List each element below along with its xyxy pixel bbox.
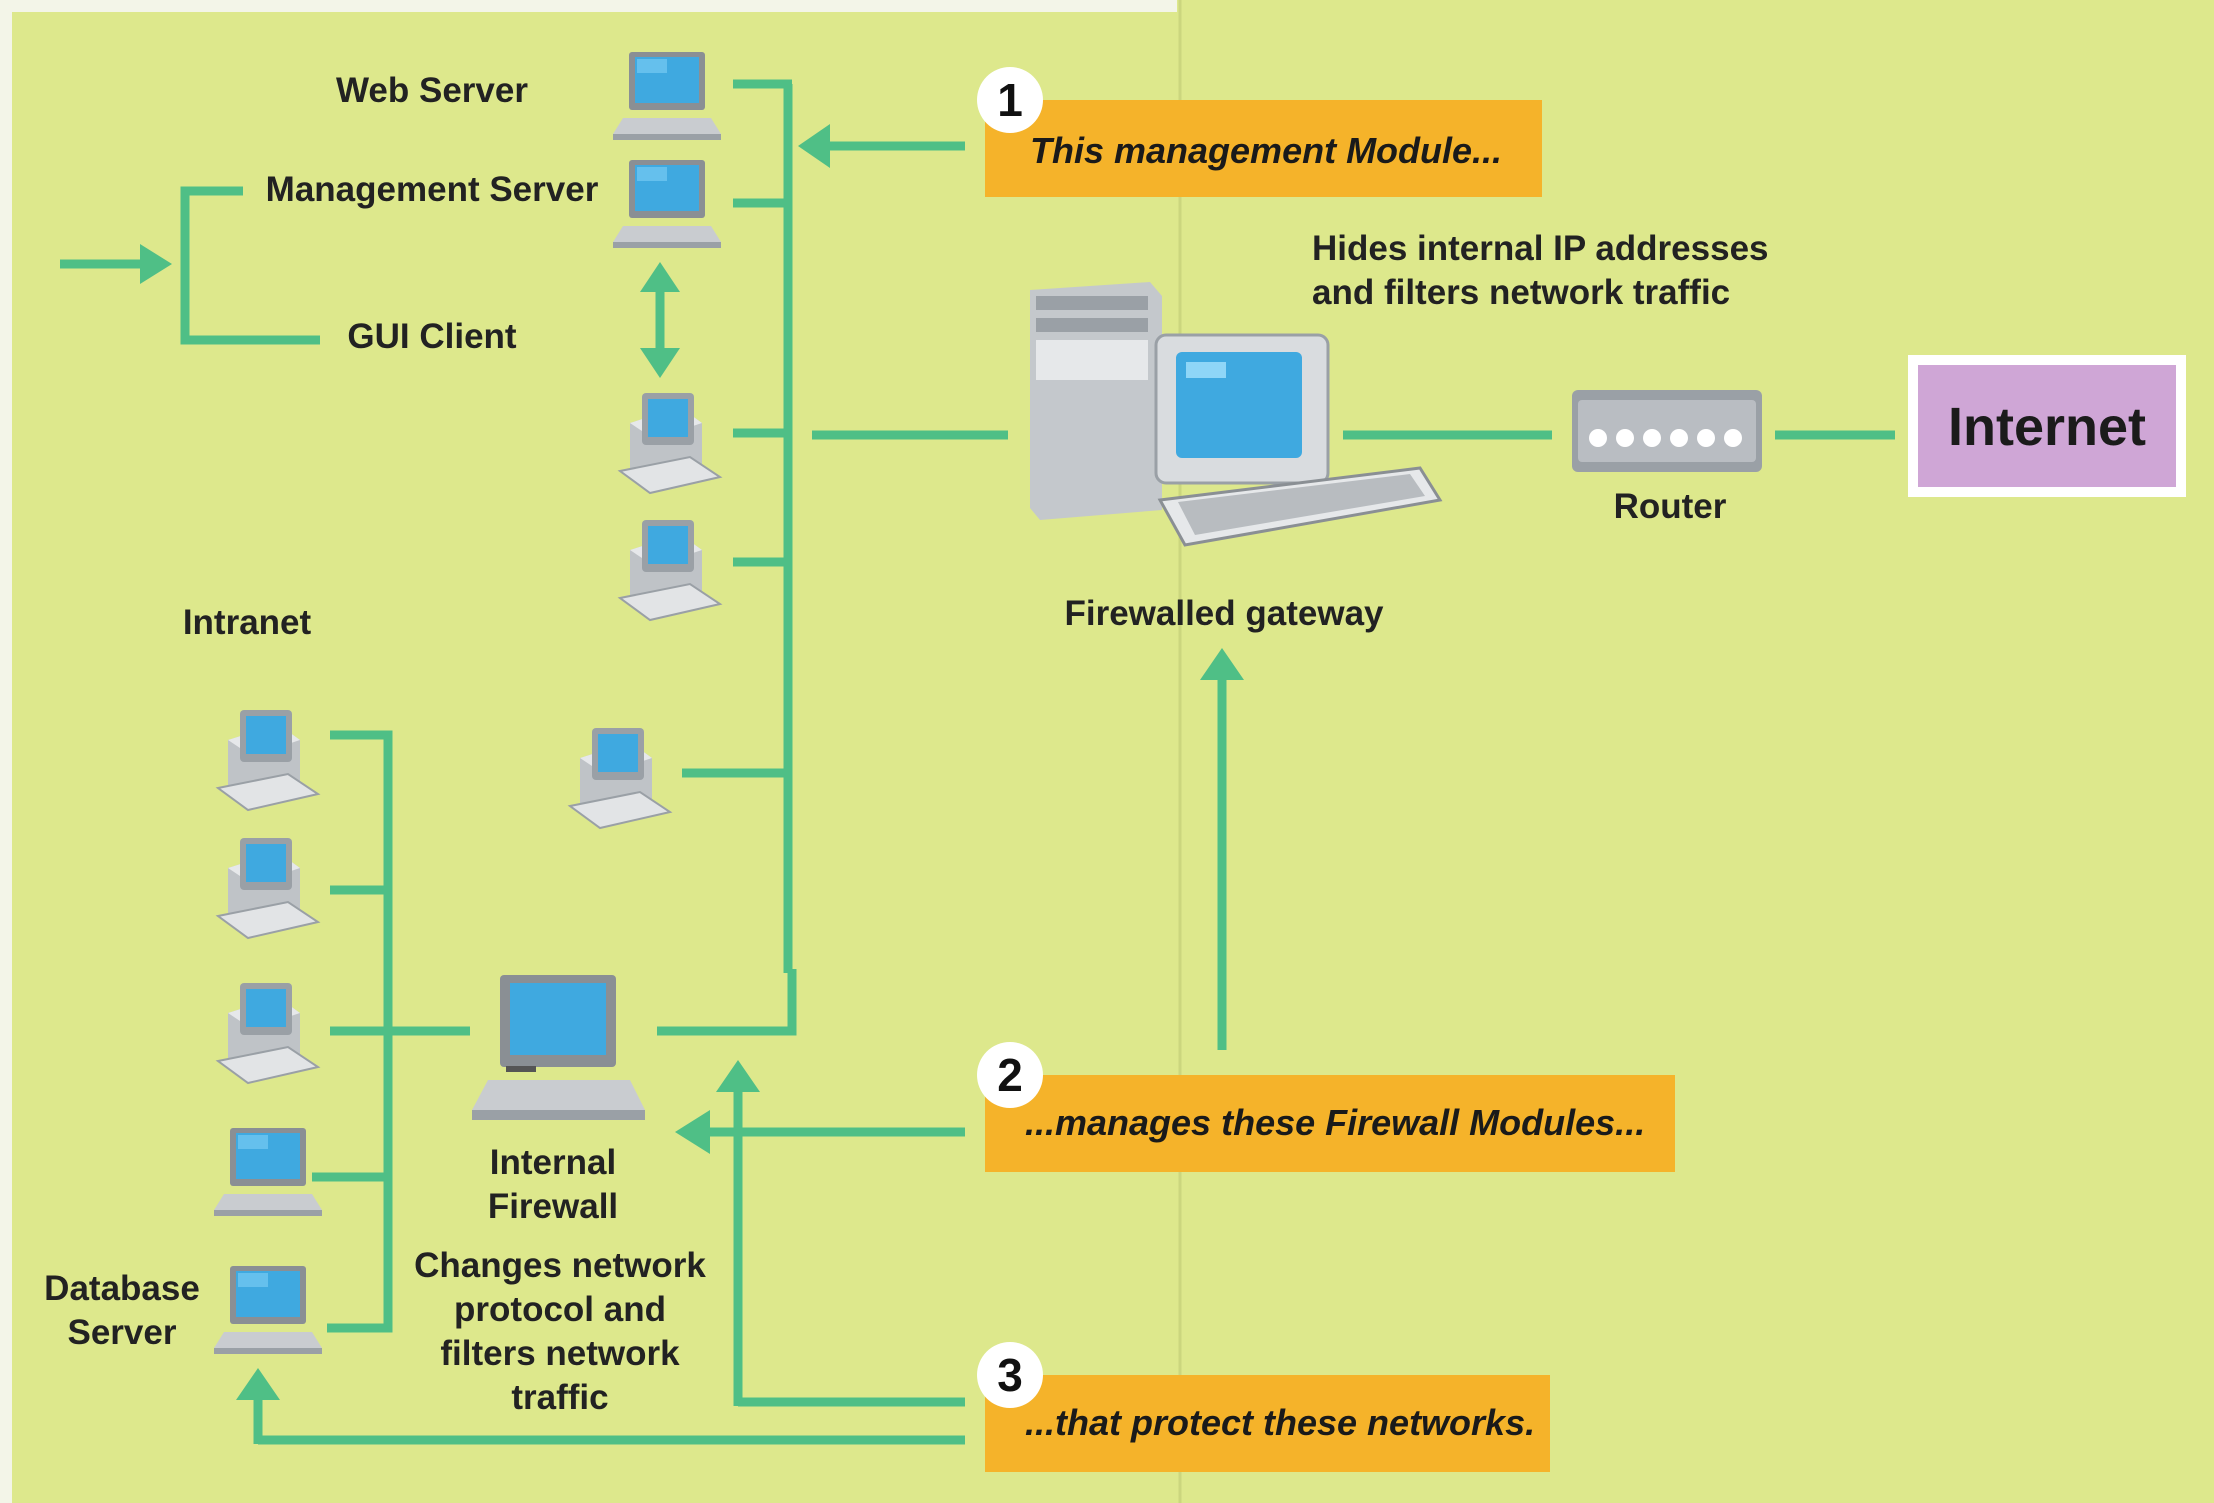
internal-firewall-label-line-2: Firewall: [488, 1187, 618, 1226]
callout-1-number: 1: [997, 74, 1023, 126]
router-label: Router: [1614, 487, 1727, 526]
internet-box: [1918, 365, 2176, 487]
hides-ip-label-line-2: and filters network traffic: [1312, 273, 1730, 312]
router-icon: [1572, 390, 1762, 472]
changes-protocol-label-line-1: Changes network: [414, 1246, 706, 1285]
laptop-icon: [613, 160, 721, 248]
callout-3: 3 ...that protect these networks.: [977, 1342, 1550, 1472]
right-panel: [1177, 0, 2214, 1503]
callout-2-text: ...manages these Firewall Modules...: [1025, 1102, 1645, 1143]
changes-protocol-label-line-3: filters network: [440, 1334, 680, 1373]
changes-protocol-label-line-2: protocol and: [454, 1290, 666, 1329]
callout-3-text: ...that protect these networks.: [1025, 1402, 1535, 1443]
callout-1: 1 This management Module...: [977, 67, 1542, 197]
callout-1-text: This management Module...: [1030, 130, 1502, 171]
management-server-label: Management Server: [266, 170, 599, 209]
gui-client-label: GUI Client: [347, 317, 517, 356]
firewalled-gateway-label: Firewalled gateway: [1064, 594, 1384, 633]
callout-2: 2 ...manages these Firewall Modules...: [977, 1042, 1675, 1172]
database-server-label-line-2: Server: [68, 1313, 177, 1352]
internal-firewall-label-line-1: Internal: [490, 1143, 616, 1182]
changes-protocol-label-line-4: traffic: [511, 1378, 608, 1417]
callout-2-number: 2: [997, 1049, 1023, 1101]
laptop-icon: [214, 1266, 322, 1354]
connectors: [60, 79, 1895, 1445]
database-server-label-line-1: Database: [44, 1269, 200, 1308]
web-server-label: Web Server: [336, 71, 528, 110]
workstation-icon: [1030, 282, 1443, 547]
intranet-label: Intranet: [183, 603, 312, 642]
hides-ip-label-line-1: Hides internal IP addresses: [1312, 229, 1769, 268]
laptop-icon: [214, 1128, 322, 1216]
laptop-icon: [613, 52, 721, 140]
internal-firewall-laptop-icon: [472, 975, 645, 1120]
callout-3-number: 3: [997, 1349, 1023, 1401]
internet-label: Internet: [1948, 397, 2146, 457]
